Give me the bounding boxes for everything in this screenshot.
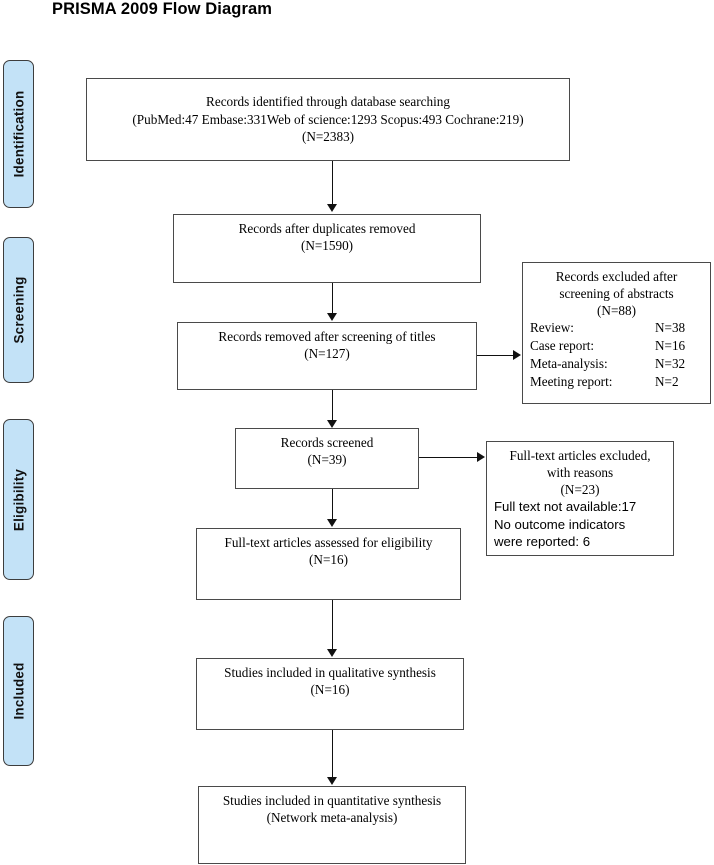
stage-label-included-text: Included (11, 662, 26, 720)
stage-label-screening: Screening (3, 237, 34, 383)
reason-row: Meeting report: N=2 (530, 373, 703, 391)
arrow-right-icon (477, 452, 485, 462)
box-quantitative-synthesis-text: Studies included in quantitative synthes… (222, 793, 442, 826)
reason-label: Case report: (530, 338, 595, 354)
reason-line: Full text not available:17 (494, 499, 637, 515)
box-fulltext-excluded: Full-text articles excluded, with reason… (486, 441, 674, 556)
box-records-excluded-abstracts-head: Records excluded after screening of abst… (555, 269, 678, 319)
excluded-abstracts-reason-list: Review: N=38 Case report: N=16 Meta-anal… (530, 319, 703, 390)
box-removed-after-titles-text: Records removed after screening of title… (218, 329, 436, 362)
box-fulltext-assessed: Full-text articles assessed for eligibil… (196, 528, 461, 600)
box-records-identified-text: Records identified through database sear… (132, 94, 524, 145)
stage-label-identification-text: Identification (11, 90, 26, 178)
arrow-down-icon (327, 204, 337, 212)
arrow-down-icon (327, 649, 337, 657)
connector-screened-to-fulltext-excluded (419, 457, 478, 458)
reason-row: Meta-analysis: N=32 (530, 355, 703, 373)
reason-row: Review: N=38 (530, 319, 703, 337)
box-qualitative-synthesis-text: Studies included in qualitative synthesi… (224, 665, 436, 698)
box-removed-after-titles: Records removed after screening of title… (177, 322, 477, 390)
reason-label: Review: (530, 320, 574, 336)
reason-value: N=2 (655, 373, 679, 389)
box-duplicates-removed-text: Records after duplicates removed (N=1590… (238, 221, 416, 254)
box-records-screened: Records screened (N=39) (235, 428, 419, 489)
box-records-excluded-abstracts: Records excluded after screening of abst… (522, 262, 711, 404)
reason-label: Meeting report: (530, 373, 613, 389)
connector-qualitative-to-quantitative (332, 730, 333, 780)
stage-label-eligibility: Eligibility (3, 419, 34, 580)
reason-value: N=16 (655, 338, 686, 354)
arrow-down-icon (327, 777, 337, 785)
box-records-identified: Records identified through database sear… (86, 78, 570, 161)
connector-assessed-to-qualitative (332, 600, 333, 652)
reason-label: Meta-analysis: (530, 355, 608, 371)
stage-label-identification: Identification (3, 60, 34, 208)
box-quantitative-synthesis: Studies included in quantitative synthes… (198, 786, 466, 864)
box-fulltext-excluded-head: Full-text articles excluded, with reason… (509, 448, 651, 498)
box-fulltext-assessed-text: Full-text articles assessed for eligibil… (224, 535, 433, 568)
stage-label-eligibility-text: Eligibility (11, 468, 26, 531)
stage-label-screening-text: Screening (11, 276, 26, 344)
connector-identified-to-duplicates (332, 161, 333, 206)
connector-titles-to-excluded-abstracts (477, 355, 514, 356)
stage-label-included: Included (3, 616, 34, 766)
arrow-down-icon (327, 519, 337, 527)
connector-titles-to-screened (332, 390, 333, 423)
arrow-down-icon (327, 313, 337, 321)
reason-value: N=38 (655, 320, 686, 336)
box-duplicates-removed: Records after duplicates removed (N=1590… (173, 214, 481, 283)
page-title: PRISMA 2009 Flow Diagram (52, 0, 273, 18)
fulltext-excluded-reason-list: Full text not available:17 No outcome in… (494, 498, 666, 549)
connector-screened-to-assessed (332, 489, 333, 521)
reason-line: were reported: 6 (494, 533, 591, 549)
reason-row: Case report: N=16 (530, 337, 703, 355)
arrow-down-icon (327, 420, 337, 428)
box-records-screened-text: Records screened (N=39) (280, 435, 374, 468)
box-qualitative-synthesis: Studies included in qualitative synthesi… (196, 658, 464, 730)
connector-duplicates-to-titles (332, 283, 333, 315)
reason-line: No outcome indicators (494, 516, 626, 532)
reason-value: N=32 (655, 355, 686, 371)
arrow-right-icon (513, 350, 521, 360)
